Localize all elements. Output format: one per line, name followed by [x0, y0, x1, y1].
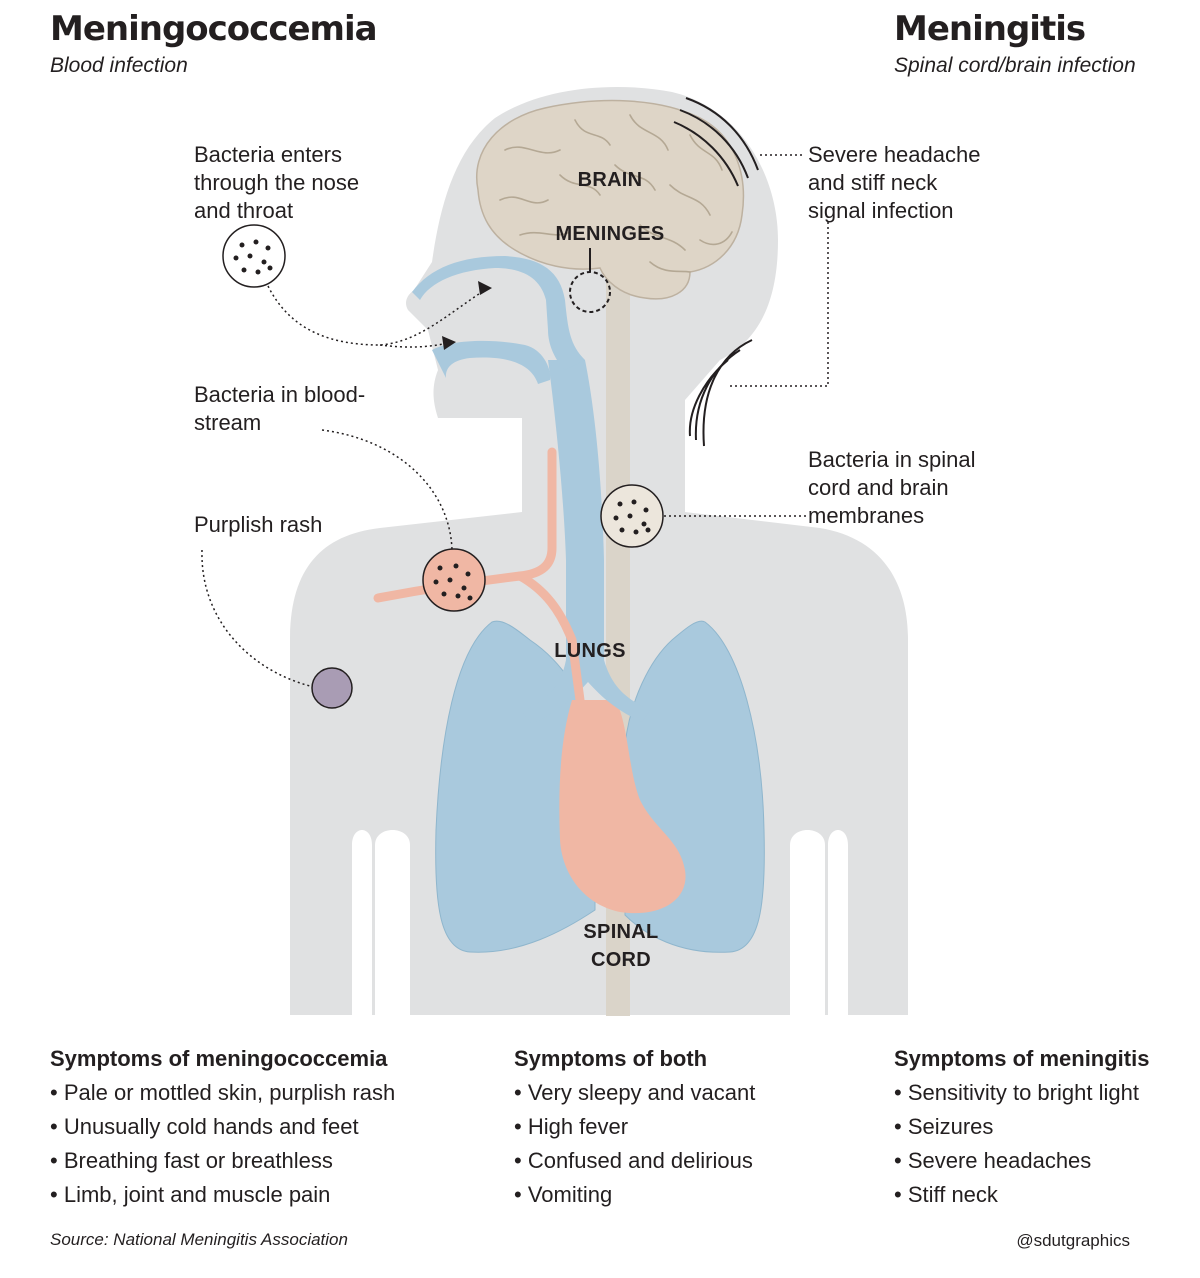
symptoms-meningococcemia: Symptoms of meningococcemia Pale or mott… [50, 1048, 470, 1212]
trachea [522, 360, 650, 724]
symptoms-meningitis: Symptoms of meningitis Sensitivity to br… [894, 1048, 1194, 1212]
source-note: Source: National Meningitis Association [50, 1230, 348, 1249]
leader-nose [267, 285, 489, 346]
headache-arcs [673, 97, 759, 187]
right-title: Meningitis [894, 9, 1086, 49]
brain-label: BRAIN [577, 169, 643, 191]
symptoms-meningitis-title: Symptoms of meningitis [894, 1046, 1150, 1071]
symptoms-meningitis-list: Sensitivity to bright light Seizures Sev… [894, 1076, 1194, 1212]
brain-folds [499, 114, 733, 273]
leader-rash [201, 549, 311, 687]
list-item: Stiff neck [894, 1178, 1194, 1212]
leader-blood [321, 429, 453, 551]
left-title: Meningococcemia [50, 9, 378, 49]
bacteria-blood-circle [422, 548, 486, 612]
list-item: High fever [514, 1110, 854, 1144]
brain [476, 99, 745, 300]
spinal-cord-label: SPINAL CORD [583, 921, 659, 971]
list-item: Vomiting [514, 1178, 854, 1212]
lungs-label: LUNGS [554, 640, 626, 662]
blood-vessel [373, 447, 557, 603]
credit: @sdutgraphics [1016, 1231, 1130, 1250]
right-arm-gap [790, 830, 825, 1016]
left-arm-gap [375, 830, 410, 1016]
list-item: Very sleepy and vacant [514, 1076, 854, 1110]
bacteria-nose-circle [222, 224, 286, 288]
oral-cavity [432, 340, 551, 384]
nasal-cavity [412, 256, 585, 370]
callout-headache: Severe headache and stiff neck signal in… [808, 142, 981, 223]
list-item: Limb, joint and muscle pain [50, 1178, 470, 1212]
left-subtitle: Blood infection [50, 54, 188, 77]
leader-lines [201, 154, 829, 687]
right-subtitle: Spinal cord/brain infection [894, 54, 1136, 77]
callout-bacteria-nose: Bacteria enters through the nose and thr… [194, 142, 360, 223]
callout-bacteria-blood: Bacteria in blood- stream [194, 382, 366, 435]
purplish-rash-dot [311, 667, 353, 709]
heart [559, 700, 686, 914]
bacteria-spinal-circle [600, 484, 664, 548]
arrow-mouth [442, 336, 456, 350]
meninges-label: MENINGES [555, 223, 665, 245]
symptoms-meningococcemia-list: Pale or mottled skin, purplish rash Unus… [50, 1076, 470, 1212]
arrow-nose [478, 281, 492, 295]
list-item: Severe headaches [894, 1144, 1194, 1178]
callout-purplish-rash: Purplish rash [194, 512, 323, 537]
symptoms-both-title: Symptoms of both [514, 1046, 708, 1071]
list-item: Seizures [894, 1110, 1194, 1144]
blood-vessel-branch [515, 571, 585, 705]
list-item: Breathing fast or breathless [50, 1144, 470, 1178]
symptoms-both-list: Very sleepy and vacant High fever Confus… [514, 1076, 854, 1212]
leader-mouth [379, 342, 449, 348]
symptoms-both: Symptoms of both Very sleepy and vacant … [514, 1048, 854, 1212]
list-item: Unusually cold hands and feet [50, 1110, 470, 1144]
callout-bacteria-spinal: Bacteria in spinal cord and brain membra… [808, 447, 976, 528]
neck-arcs [688, 339, 753, 447]
list-item: Pale or mottled skin, purplish rash [50, 1076, 470, 1110]
list-item: Sensitivity to bright light [894, 1076, 1194, 1110]
symptoms-meningococcemia-title: Symptoms of meningococcemia [50, 1046, 388, 1071]
list-item: Confused and delirious [514, 1144, 854, 1178]
